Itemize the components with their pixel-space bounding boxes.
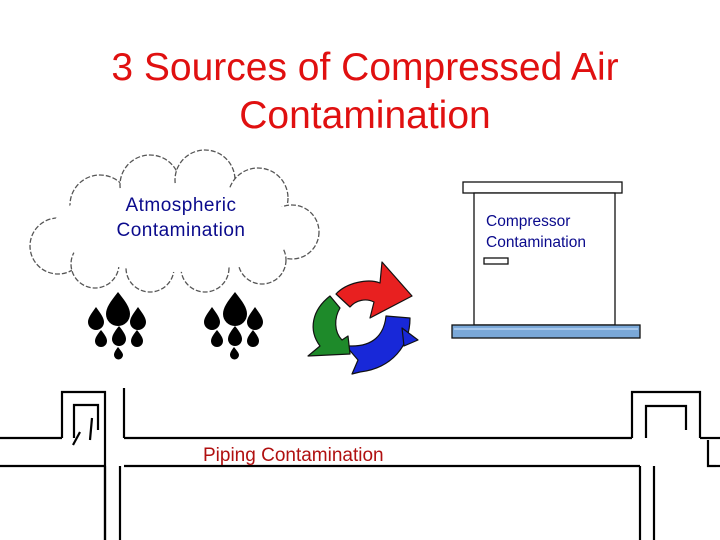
compressor-cap: [462, 181, 623, 194]
compressor-label-line-1: Compressor: [486, 213, 571, 230]
compressor-icon: [451, 181, 641, 339]
atmospheric-label-line-2: Contamination: [116, 220, 246, 241]
compressor-label: Compressor Contamination: [486, 211, 616, 253]
compressor-label-line-2: Contamination: [486, 234, 586, 251]
title-line-1: 3 Sources of Compressed Air: [111, 46, 619, 89]
title-line-2: Contamination: [239, 94, 491, 137]
cloud-icon: [29, 149, 320, 293]
compressor-slot: [483, 257, 509, 265]
droplets-left-icon: [88, 292, 146, 360]
recycle-arrows-icon: [307, 261, 419, 375]
atmospheric-label: Atmospheric Contamination: [86, 193, 276, 243]
blue-arrow-icon: [345, 315, 411, 375]
piping-label: Piping Contamination: [203, 445, 384, 466]
piping-icon: [0, 388, 720, 540]
right-riser: [630, 390, 702, 438]
compressor-base: [451, 324, 641, 339]
atmospheric-label-line-1: Atmospheric: [125, 195, 237, 216]
red-arrow-icon: [335, 261, 413, 319]
droplets-right-icon: [204, 292, 263, 360]
green-arrow-icon: [307, 295, 351, 357]
slide-title: 3 Sources of Compressed Air Contaminatio…: [40, 44, 690, 140]
